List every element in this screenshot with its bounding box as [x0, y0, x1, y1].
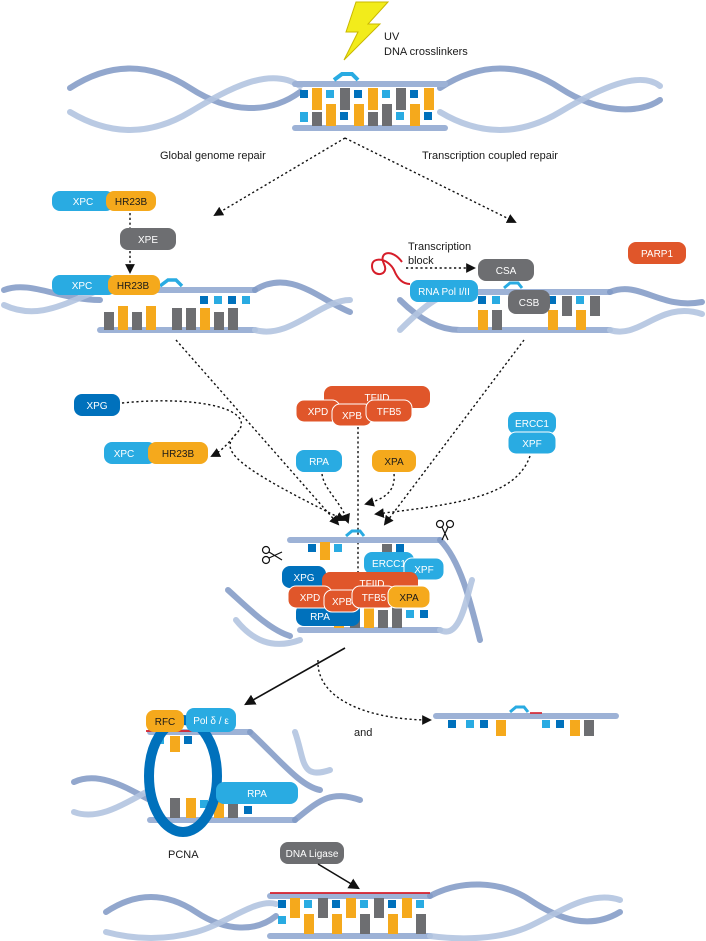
xpc-released-label: XPC [114, 449, 135, 460]
xpc-bound-label: XPC [72, 281, 93, 292]
xpf-bound-label: XPF [414, 565, 433, 576]
ligase-label: DNA Ligase [286, 849, 339, 860]
dna-resynthesis [71, 729, 363, 823]
xpb-bound-label: XPB [332, 597, 352, 608]
ercc1-xpf-free: ERCC1 XPF [507, 412, 557, 455]
transcription-label: Transcription [408, 241, 471, 253]
dna-repaired [103, 881, 623, 941]
xpe-label: XPE [138, 235, 158, 246]
tfiid-bound-label: TFIID [360, 579, 385, 590]
pol-label: Pol δ / ε [193, 716, 229, 727]
ercc1-label: ERCC1 [515, 419, 549, 430]
crosslinkers-label: DNA crosslinkers [384, 46, 468, 58]
xpb-label: XPB [342, 411, 362, 422]
xpd-label: XPD [308, 407, 329, 418]
xpc-hr23b-complex-released: XPC HR23B [104, 442, 208, 464]
block-label: block [408, 255, 434, 267]
rpa-bound-label: RPA [310, 612, 330, 623]
xpg-bound-label: XPG [293, 573, 314, 584]
ercc1-bound-label: ERCC1 [372, 559, 406, 570]
pcna-ring [144, 715, 222, 837]
xpg-label: XPG [86, 401, 107, 412]
xpa-bound-label: XPA [399, 593, 419, 604]
dna-incision-complex: RPA XPG ERCC1 XPF TFIID XPD XPB TFB5 XPA [225, 529, 483, 647]
dna-ligase-protein: DNA Ligase [280, 842, 344, 864]
tfb5-label: TFB5 [377, 407, 402, 418]
parp1-label: PARP1 [641, 249, 673, 260]
tfiih-complex: TFIID XPD XPB TFB5 [295, 386, 430, 427]
tfiid-label: TFIID [365, 393, 390, 404]
csa-label: CSA [496, 266, 517, 277]
dna-left-mid [1, 278, 353, 335]
rpa-resynth-label: RPA [247, 789, 267, 800]
hr23b-label: HR23B [115, 197, 148, 208]
parp1-protein: PARP1 [628, 242, 686, 264]
lightning-icon [343, 1, 390, 61]
csb-protein: CSB [508, 290, 550, 314]
scissors-icon [435, 519, 455, 541]
tfb5-bound-label: TFB5 [362, 593, 387, 604]
xpc-label: XPC [73, 197, 94, 208]
xpa-label: XPA [384, 457, 404, 468]
rna-transcript [370, 252, 411, 285]
tc-repair-label: Transcription coupled repair [422, 150, 558, 162]
pol-protein: Pol δ / ε [186, 708, 236, 732]
dna-top [67, 65, 663, 133]
rfc-label: RFC [155, 717, 176, 728]
xpc-hr23b-complex-top: XPC HR23B [52, 191, 156, 211]
rna-pol-protein: RNA Pol I/II [410, 280, 478, 302]
rna-pol-label: RNA Pol I/II [418, 287, 470, 298]
rpa-protein-free: RPA [296, 450, 342, 472]
uv-label: UV [384, 31, 400, 43]
rpa-resynth-protein: RPA [216, 782, 298, 804]
excised-fragment [433, 705, 619, 736]
rfc-protein: RFC [146, 710, 184, 732]
xpc-hr23b-complex-bound: XPC HR23B [52, 275, 160, 295]
xpd-bound-label: XPD [300, 593, 321, 604]
csb-label: CSB [519, 298, 540, 309]
scissors-icon [261, 545, 283, 565]
pcna-label: PCNA [168, 849, 199, 861]
xpf-label: XPF [522, 439, 541, 450]
xpe-protein: XPE [120, 228, 176, 250]
and-label: and [354, 727, 372, 739]
xpg-protein: XPG [74, 394, 120, 416]
hr23b-bound-label: HR23B [117, 281, 150, 292]
xpa-protein-free: XPA [372, 450, 416, 472]
global-repair-label: Global genome repair [160, 150, 266, 162]
csa-protein: CSA [478, 259, 534, 281]
hr23b-released-label: HR23B [162, 449, 195, 460]
rpa-label: RPA [309, 457, 329, 468]
